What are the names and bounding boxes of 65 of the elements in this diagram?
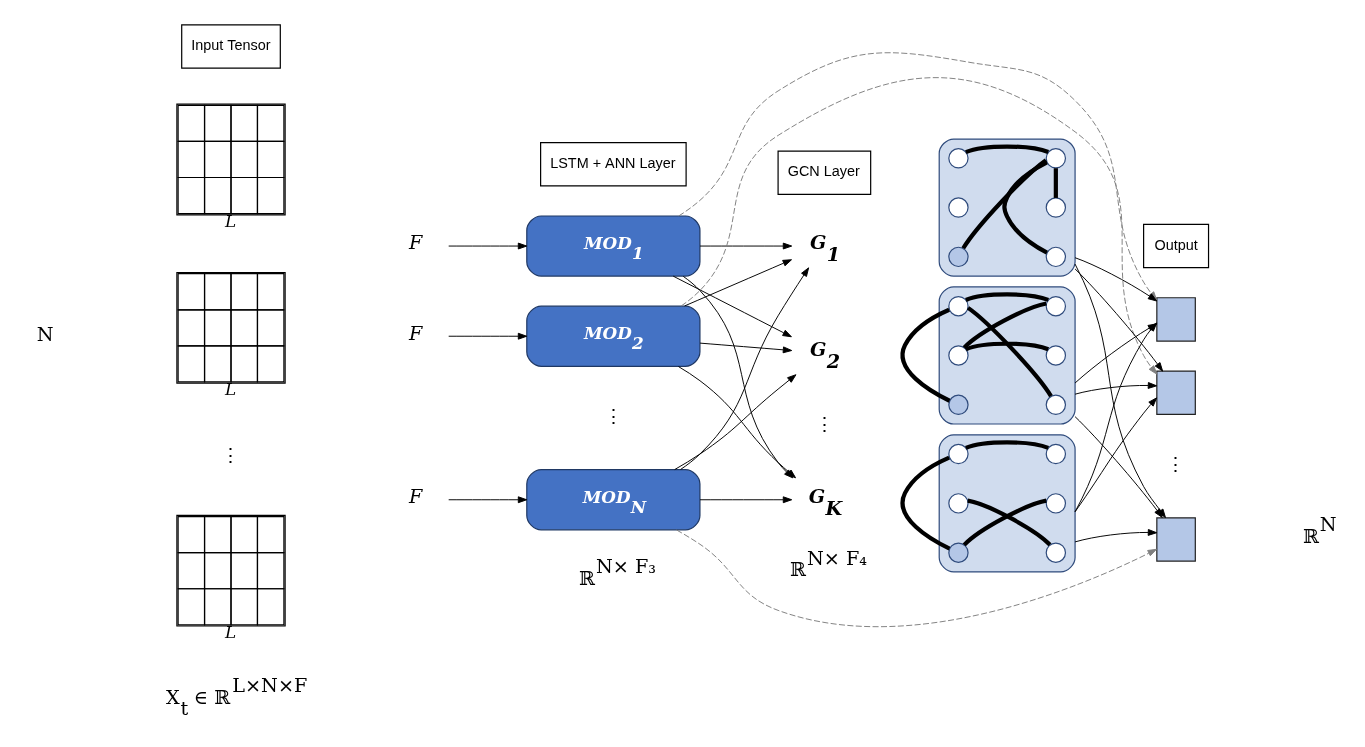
cluster — [938, 434, 1076, 573]
cluster — [938, 286, 1076, 425]
connector — [900, 307, 951, 403]
cluster — [938, 138, 1076, 277]
node-box: LSTM + ANN Layer — [540, 142, 687, 187]
connector — [965, 440, 1049, 450]
node-box — [1156, 517, 1196, 562]
label: ⋮ — [221, 444, 241, 468]
node-circle — [1045, 148, 1067, 169]
node-circle — [1045, 493, 1067, 514]
node-circle — [948, 394, 969, 415]
node-circle — [948, 246, 969, 268]
node-circle — [1045, 345, 1067, 366]
arrow — [672, 275, 792, 338]
node-circle — [1045, 295, 1067, 317]
arrow — [684, 259, 792, 307]
node-label: L — [224, 379, 237, 400]
arrow — [1074, 382, 1158, 395]
node-circle — [1045, 443, 1067, 465]
connector — [962, 301, 1047, 350]
node-text: F — [408, 485, 423, 509]
label: ⋮ — [603, 404, 623, 428]
node-circle — [948, 295, 969, 317]
arrow — [674, 374, 797, 471]
connector — [1053, 168, 1058, 198]
label: ⋮ — [1166, 452, 1186, 476]
label: ⋮ — [814, 412, 834, 436]
label: N — [36, 322, 54, 346]
node-circle — [948, 542, 969, 563]
node-text: F — [408, 321, 423, 345]
node-box — [1156, 370, 1196, 415]
node-circle — [948, 345, 969, 366]
arrow — [680, 267, 810, 470]
node-circle — [948, 493, 969, 514]
node-box: Input Tensor — [181, 24, 281, 69]
arrow — [699, 342, 793, 354]
node-circle — [948, 443, 969, 465]
arrow — [1074, 268, 1164, 372]
node-label: L — [224, 211, 237, 232]
arrow — [448, 496, 528, 504]
arrow — [699, 242, 793, 250]
node-circle — [1045, 394, 1067, 415]
node-circle — [1045, 197, 1067, 218]
node-circle — [1045, 542, 1067, 563]
arrow — [676, 529, 1157, 628]
node-label: L — [224, 622, 237, 643]
node-box — [1156, 297, 1196, 342]
node-circle — [948, 148, 969, 169]
connector — [1002, 160, 1048, 255]
node-circle — [948, 197, 969, 218]
arrow — [699, 496, 793, 504]
arrow — [1074, 416, 1163, 518]
connector — [965, 341, 1049, 352]
arrow — [1074, 529, 1158, 543]
connector — [965, 144, 1049, 155]
node-circle — [1045, 246, 1067, 268]
arrow — [448, 332, 528, 340]
arrow — [1074, 397, 1158, 513]
node-box: Output — [1143, 223, 1210, 269]
node-text: F — [408, 231, 423, 255]
connector — [966, 306, 1053, 398]
connector — [965, 292, 1049, 302]
connector — [900, 455, 951, 551]
arrow — [448, 242, 528, 250]
node-box: GCN Layer — [777, 150, 872, 195]
